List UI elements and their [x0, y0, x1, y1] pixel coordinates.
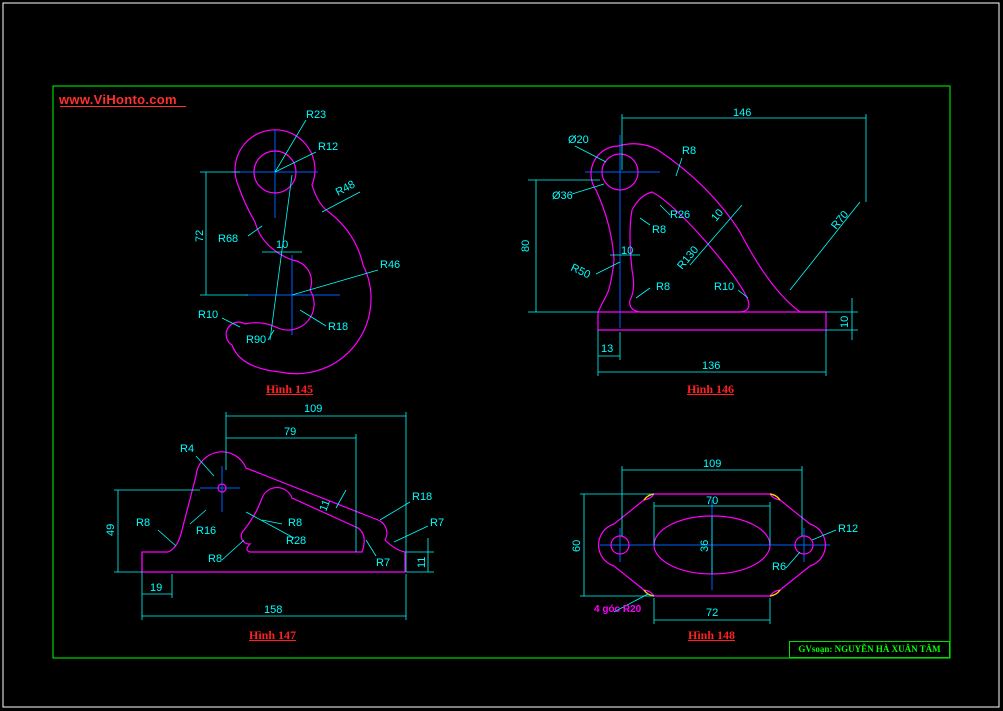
- dimension-lines-146: [528, 114, 867, 376]
- figure-146: 146 Ø20 R8 Ø36 R26 10 R70 80 R8 R130 10 …: [520, 107, 867, 376]
- dim-label: R12: [838, 523, 858, 535]
- dim-label: R8: [682, 145, 696, 157]
- dim-label: 49: [105, 524, 117, 536]
- dim-label: 36: [699, 540, 711, 552]
- dimension-lines-145: [200, 119, 379, 341]
- dim-label: R26: [670, 209, 690, 221]
- dim-label: 146: [733, 107, 751, 119]
- dim-label: R46: [380, 259, 400, 271]
- highlighted-corners: [643, 493, 781, 597]
- dim-label: 79: [284, 426, 296, 438]
- figure-148: 109 70 R12 60 36 R6 4 góc R20 72: [571, 458, 858, 624]
- dim-label: 158: [264, 604, 282, 616]
- figure-145: R23 R12 R48 72 R68 10 R46 R10 R18 R90: [194, 109, 400, 375]
- dim-label: R50: [569, 262, 592, 281]
- dim-label: R7: [430, 517, 444, 529]
- figure-caption-145: Hình 145: [266, 382, 314, 396]
- dim-label: R8: [288, 517, 302, 529]
- centerlines-147: [200, 466, 240, 512]
- dim-label: R12: [318, 141, 338, 153]
- dim-label: 10: [839, 316, 851, 328]
- figure-caption-146: Hình 146: [687, 382, 735, 396]
- dim-label: Ø36: [552, 190, 573, 202]
- part-147-outline: [141, 451, 406, 573]
- dim-label: R28: [286, 535, 306, 547]
- dim-label: 13: [601, 343, 613, 355]
- dim-label: R70: [829, 209, 851, 232]
- dim-label: 136: [702, 360, 720, 372]
- dim-label: R8: [652, 224, 666, 236]
- author-label: GVsoạn: NGUYỄN HÀ XUÂN TÂM: [789, 641, 950, 658]
- dim-label: R4: [180, 443, 194, 455]
- dim-label: 10: [276, 239, 288, 251]
- dim-label: R10: [198, 309, 218, 321]
- figure-caption-148: Hình 148: [688, 628, 736, 642]
- dim-label: 109: [304, 403, 322, 415]
- dim-label: R68: [218, 233, 238, 245]
- dim-label: R23: [306, 109, 326, 121]
- dim-label: 72: [194, 230, 206, 242]
- dim-label: R8: [136, 517, 150, 529]
- dim-label: R18: [328, 321, 348, 333]
- dim-label: 11: [318, 498, 333, 513]
- watermark-underline: [60, 106, 186, 107]
- dim-label: 80: [520, 240, 532, 252]
- bracket-outline: [590, 143, 827, 331]
- figure-caption-147: Hình 147: [249, 628, 297, 642]
- dim-label: 4 góc R20: [594, 604, 642, 615]
- dim-label: R90: [246, 334, 266, 346]
- dim-label: Ø20: [568, 134, 589, 146]
- dim-label: R8: [208, 553, 222, 565]
- dim-label: R18: [412, 491, 432, 503]
- dimension-lines-148: [580, 466, 837, 624]
- dim-label: 72: [706, 607, 718, 619]
- dim-label: R6: [772, 561, 786, 573]
- dim-label: R10: [714, 281, 734, 293]
- dim-label: 70: [706, 495, 718, 507]
- dimension-lines-147: [114, 412, 434, 620]
- dim-label: R16: [196, 525, 216, 537]
- dim-label: R8: [656, 281, 670, 293]
- drawing-frame: [52, 85, 951, 659]
- dim-label: R7: [376, 557, 390, 569]
- dim-label: 19: [150, 582, 162, 594]
- centerlines-146: [585, 135, 660, 328]
- dim-label: 109: [703, 458, 721, 470]
- dim-label: R130: [675, 244, 701, 272]
- site-watermark: www.ViHonto.com: [59, 92, 177, 107]
- hook-outline: [225, 129, 372, 375]
- figure-147: 109 79 R4 R18 11 49 R8 R16 R8 R28 R8 R7 …: [105, 403, 444, 620]
- dim-label: 10: [621, 245, 633, 257]
- dim-label: 60: [571, 540, 583, 552]
- dim-label: 11: [416, 557, 428, 568]
- centerlines-145: [232, 130, 340, 335]
